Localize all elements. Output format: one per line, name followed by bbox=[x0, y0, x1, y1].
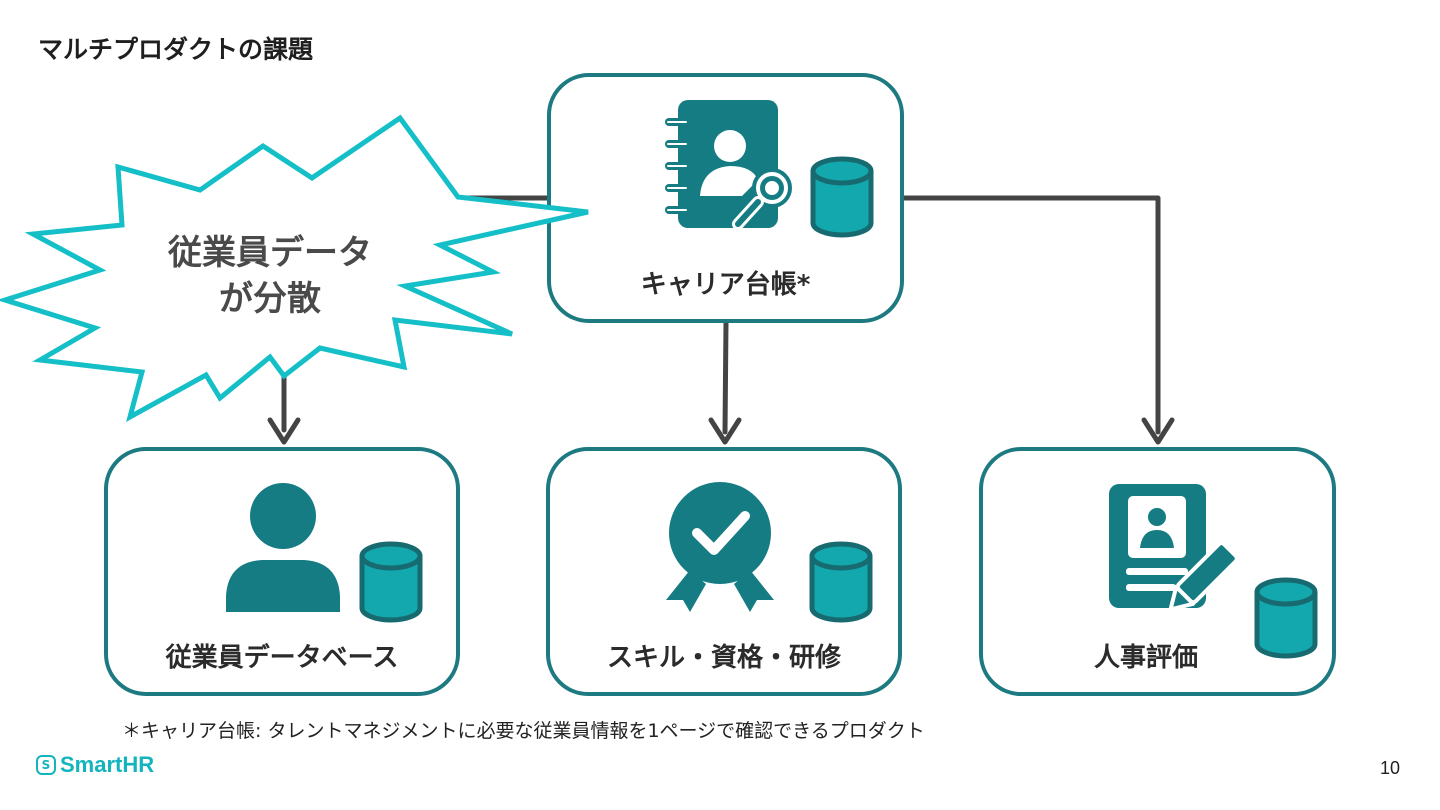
employee-db-box-label: 従業員データベース bbox=[165, 643, 399, 673]
address-book-key-icon bbox=[665, 100, 792, 230]
badge-check-icon bbox=[666, 482, 774, 612]
burst-line-1: 従業員データ bbox=[168, 233, 372, 273]
employee-db-database-icon bbox=[359, 541, 423, 623]
arrowhead-evaluation bbox=[1141, 417, 1175, 445]
burst-line-2: が分散 bbox=[219, 279, 321, 319]
connector-career-to-evaluation bbox=[901, 195, 1161, 435]
logo-text: SmartHR bbox=[60, 752, 155, 777]
connector-career-to-skills bbox=[722, 319, 729, 435]
page-number: 10 bbox=[1380, 758, 1401, 778]
logo-mark-icon: S bbox=[36, 755, 56, 775]
career-database-icon bbox=[810, 156, 874, 238]
arrowhead-employee-db bbox=[267, 417, 301, 445]
skills-box-label: スキル・資格・研修 bbox=[606, 643, 841, 673]
footnote: ＊キャリア台帳: タレントマネジメントに必要な従業員情報を1ページで確認できるプ… bbox=[122, 720, 925, 742]
evaluation-box-label: 人事評価 bbox=[1093, 643, 1198, 673]
burst-message: 従業員データ が分散 bbox=[130, 230, 410, 322]
slide-title: マルチプロダクトの課題 bbox=[38, 35, 314, 64]
person-icon bbox=[226, 483, 340, 612]
arrowhead-skills bbox=[708, 417, 742, 445]
profile-edit-icon bbox=[1109, 484, 1239, 612]
evaluation-database-icon bbox=[1254, 577, 1318, 659]
database-icons bbox=[359, 156, 1318, 659]
smarthr-logo: S SmartHR bbox=[36, 752, 154, 778]
skills-database-icon bbox=[809, 541, 873, 623]
arrowheads bbox=[267, 417, 1175, 445]
burst-shape bbox=[0, 114, 589, 423]
career-box-label: キャリア台帳* bbox=[640, 270, 811, 300]
